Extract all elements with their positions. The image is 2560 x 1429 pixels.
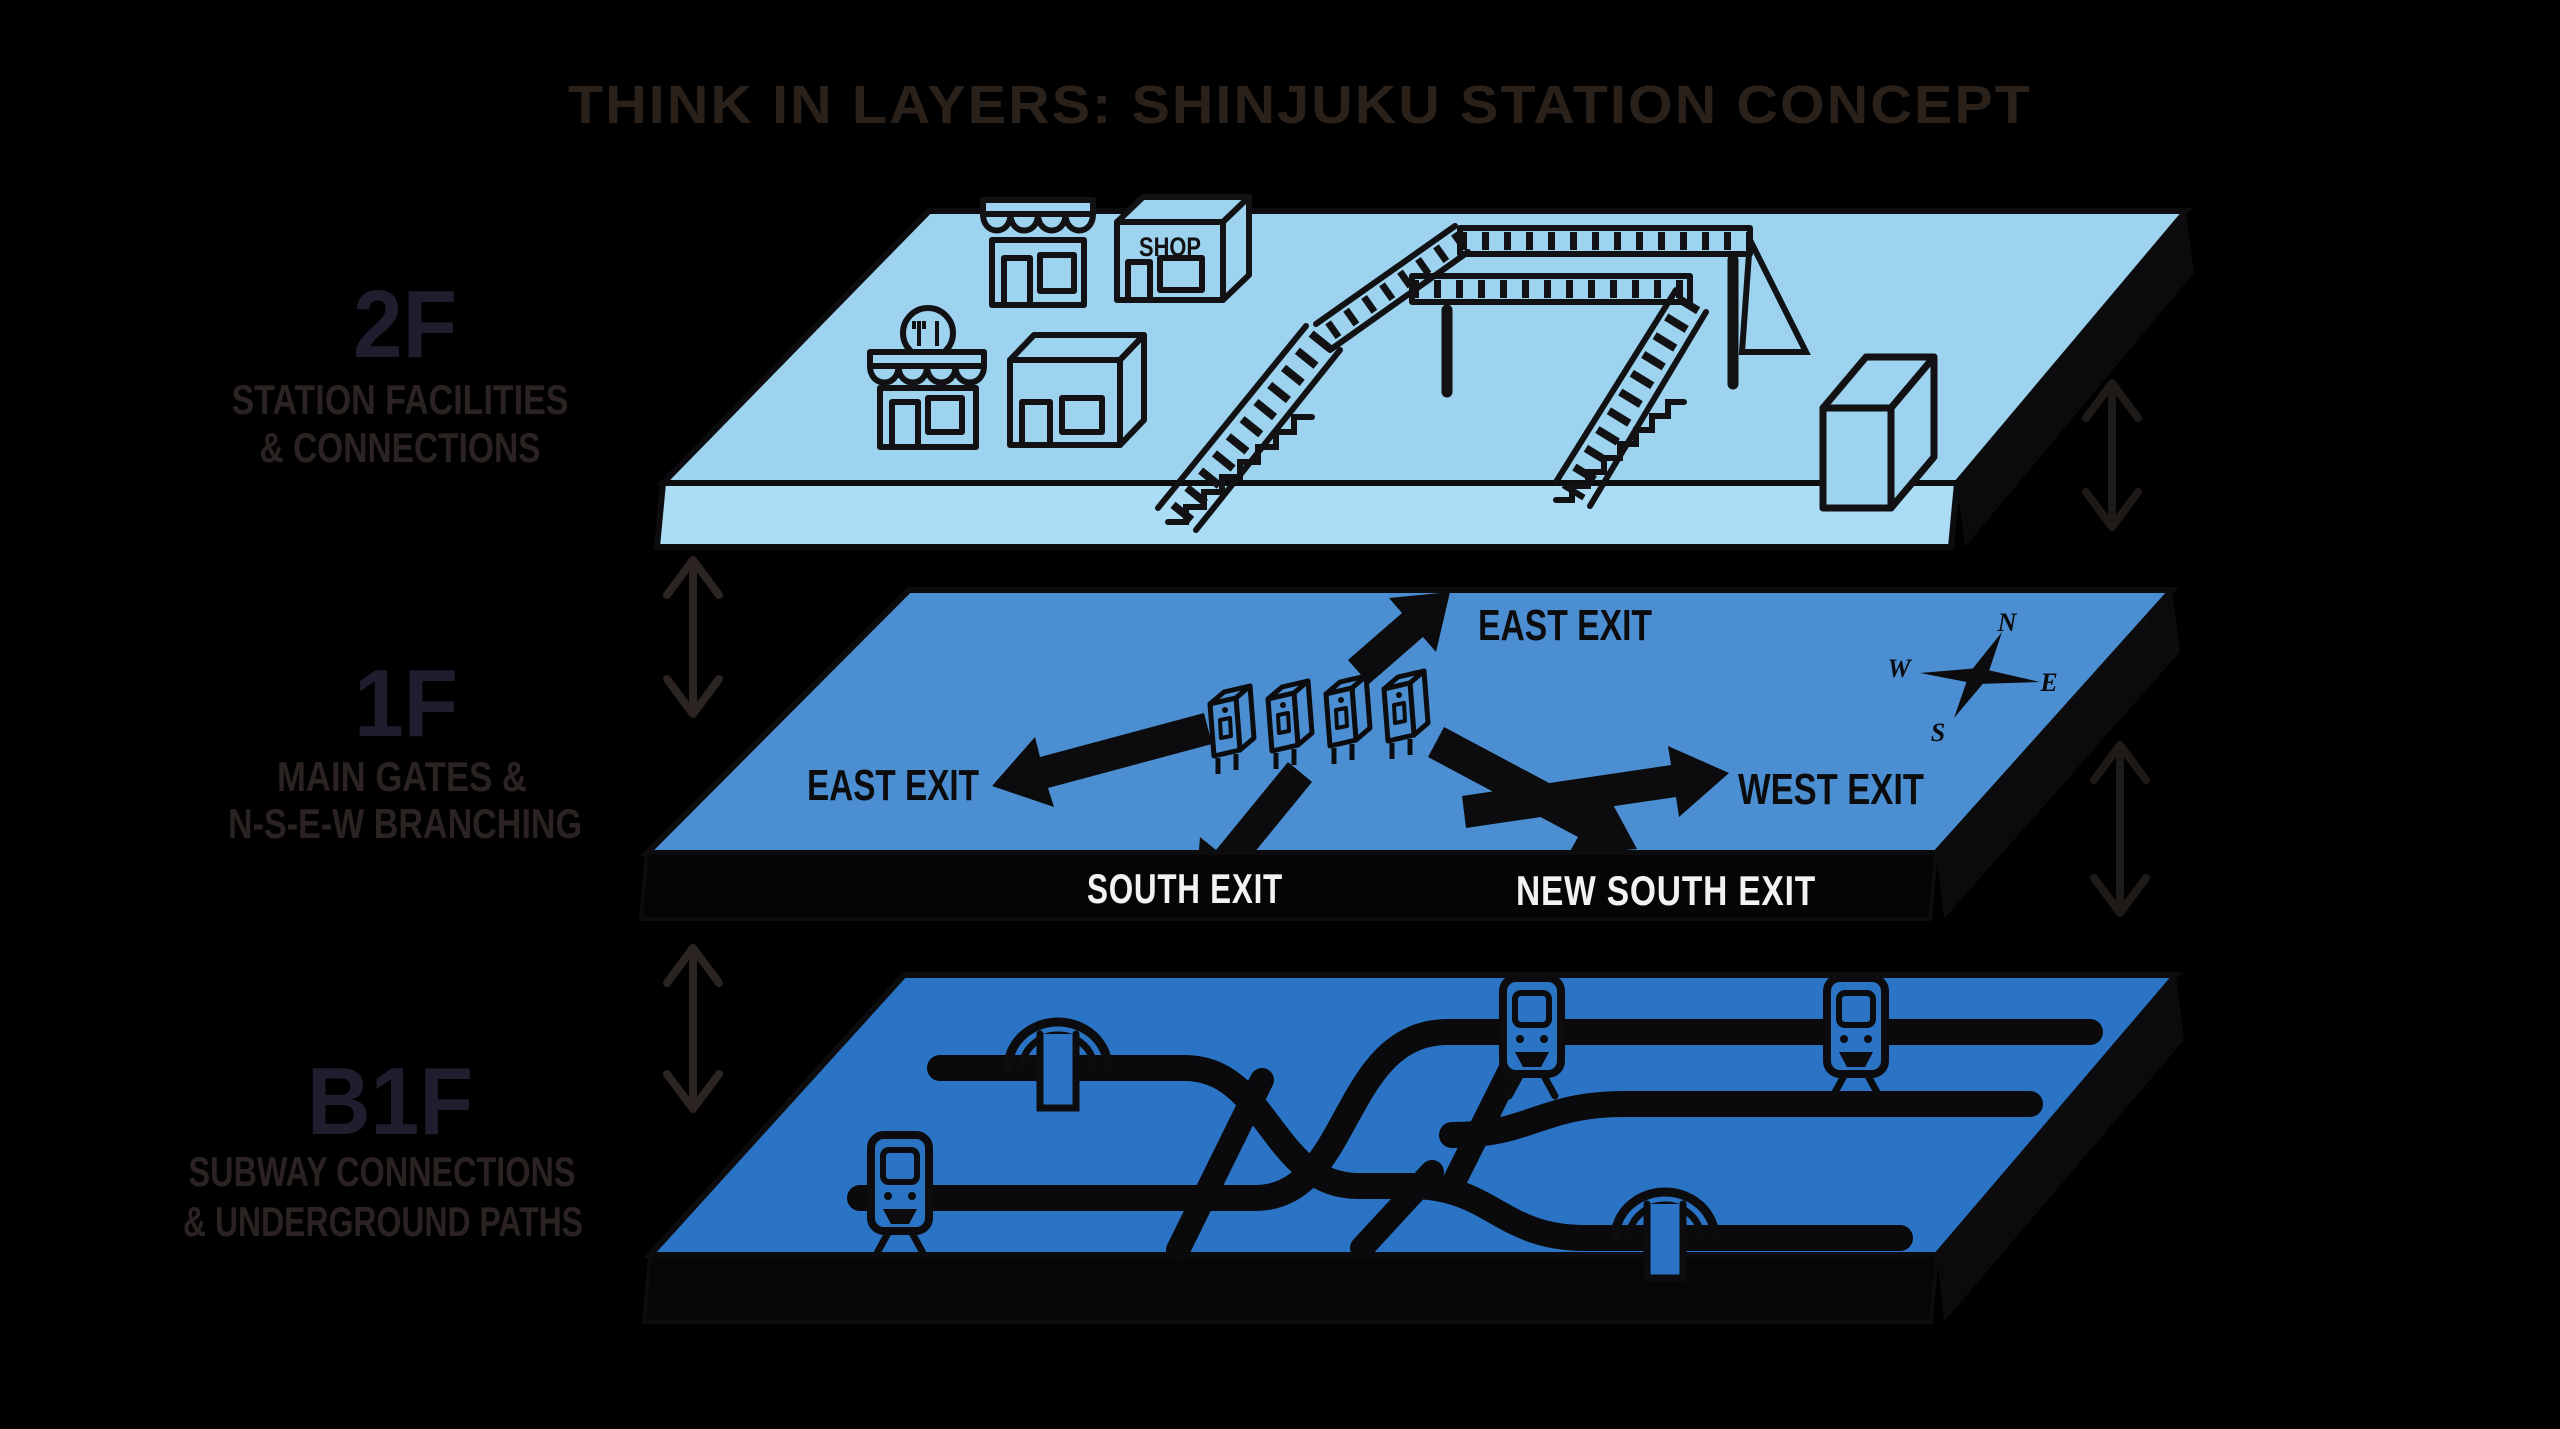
- arrow-up-east-exit: [1348, 592, 1450, 684]
- layer-1f: N W E S EAST EXIT EAST EXIT WEST EXIT SO…: [638, 587, 2180, 921]
- building-icon: [1007, 332, 1147, 448]
- awning-shop-icon: [980, 197, 1096, 308]
- floor-label-b1f: B1F: [307, 1048, 473, 1155]
- floor-sub2-b1f: & UNDERGROUND PATHS: [183, 1198, 583, 1245]
- new-south-exit-label: NEW SOUTH EXIT: [1516, 867, 1816, 914]
- floor-label-1f: 1F: [354, 650, 458, 757]
- cube-icon: [1819, 353, 1938, 512]
- compass-s: S: [1931, 718, 1945, 747]
- subway-line-a: [927, 1055, 1913, 1251]
- floor-sub1-1f: MAIN GATES &: [277, 753, 527, 800]
- floor-label-2f: 2F: [353, 271, 457, 378]
- fork-icon: [912, 321, 926, 346]
- layer-1f-front-face: [638, 851, 1939, 921]
- floor-sub1-2f: STATION FACILITIES: [232, 376, 569, 423]
- restaurant-icon: [867, 305, 987, 450]
- shop-building-icon: [1114, 194, 1252, 303]
- connector-arrow-left-2f-1f: [663, 556, 723, 718]
- layer-1f-side-face: [1936, 590, 2180, 919]
- arrow-down-right-new-south: [1428, 727, 1637, 855]
- layer-2f: SHOP: [653, 194, 2194, 550]
- label-block-1f: 1F MAIN GATES & N-S-E-W BRANCHING: [228, 650, 582, 847]
- label-block-2f: 2F STATION FACILITIES & CONNECTIONS: [232, 271, 569, 471]
- footbridge-stairs-icon: [1155, 223, 1811, 533]
- compass-n: N: [1997, 608, 2018, 637]
- compass-e: E: [2039, 668, 2057, 697]
- shop-sign-text: SHOP: [1139, 232, 1201, 262]
- layer-b1f-side-face: [1937, 975, 2184, 1322]
- label-block-b1f: B1F SUBWAY CONNECTIONS & UNDERGROUND PAT…: [183, 1048, 583, 1245]
- east-exit-left-label: EAST EXIT: [807, 761, 979, 810]
- compass-rose-icon: N W E S: [1887, 608, 2057, 747]
- compass-w: W: [1887, 654, 1912, 683]
- east-exit-top-label: EAST EXIT: [1478, 601, 1652, 650]
- floor-sub1-b1f: SUBWAY CONNECTIONS: [189, 1148, 576, 1195]
- south-exit-label: SOUTH EXIT: [1087, 865, 1283, 912]
- stair-steps-middle: [1553, 399, 1687, 503]
- layer-b1f: [641, 972, 2184, 1324]
- layer-connector-arrows: [663, 379, 2150, 1113]
- floor-sub2-2f: & CONNECTIONS: [260, 424, 541, 471]
- subway-slash-3: [1350, 1160, 1444, 1260]
- subway-line-b: [847, 1019, 2103, 1211]
- subway-slash-1: [1166, 1068, 1274, 1262]
- layer-2f-front-face: [653, 480, 1961, 550]
- layer-b1f-front-face: [641, 1253, 1940, 1324]
- floor-sub2-1f: N-S-E-W BRANCHING: [228, 800, 582, 847]
- layer-2f-side-face: [1957, 211, 2194, 547]
- stair-steps-left: [1165, 414, 1315, 525]
- bridge-end-panel: [1738, 228, 1811, 355]
- west-exit-label: WEST EXIT: [1738, 765, 1924, 814]
- connector-arrow-right-1f-b1f: [2090, 741, 2150, 917]
- arrow-left-east-exit: [992, 713, 1212, 807]
- connector-arrow-right-2f-1f: [2082, 379, 2142, 531]
- connector-arrow-left-1f-b1f: [663, 944, 723, 1113]
- diagram-title: THINK IN LAYERS: SHINJUKU STATION CONCEP…: [568, 75, 2032, 135]
